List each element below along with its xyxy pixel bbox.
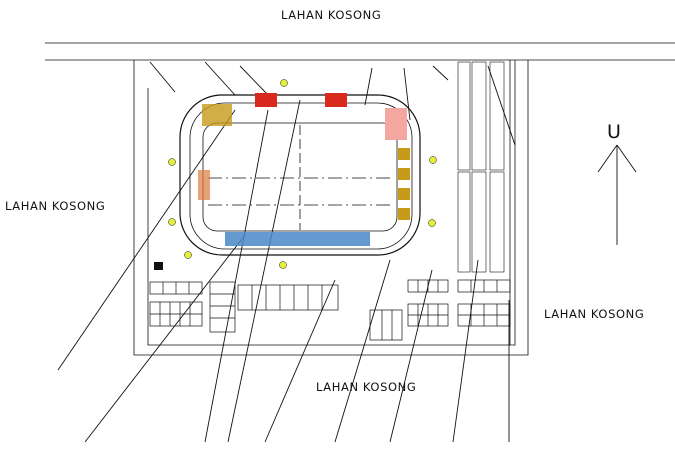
stadium-stands bbox=[198, 93, 410, 246]
label-top: LAHAN KOSONG bbox=[281, 8, 382, 22]
north-letter: U bbox=[607, 121, 621, 143]
stadium-field bbox=[202, 122, 398, 232]
label-bottom: LAHAN KOSONG bbox=[316, 380, 417, 394]
small-building bbox=[154, 262, 163, 270]
road-lines bbox=[45, 42, 675, 356]
label-right: LAHAN KOSONG bbox=[544, 307, 645, 321]
parking-blocks-right bbox=[457, 61, 505, 273]
lighting-markers bbox=[168, 79, 437, 269]
north-arrow-symbol bbox=[597, 144, 637, 245]
parking-blocks-bottom bbox=[149, 279, 511, 341]
leader-lines bbox=[57, 61, 516, 443]
label-left: LAHAN KOSONG bbox=[5, 199, 106, 213]
